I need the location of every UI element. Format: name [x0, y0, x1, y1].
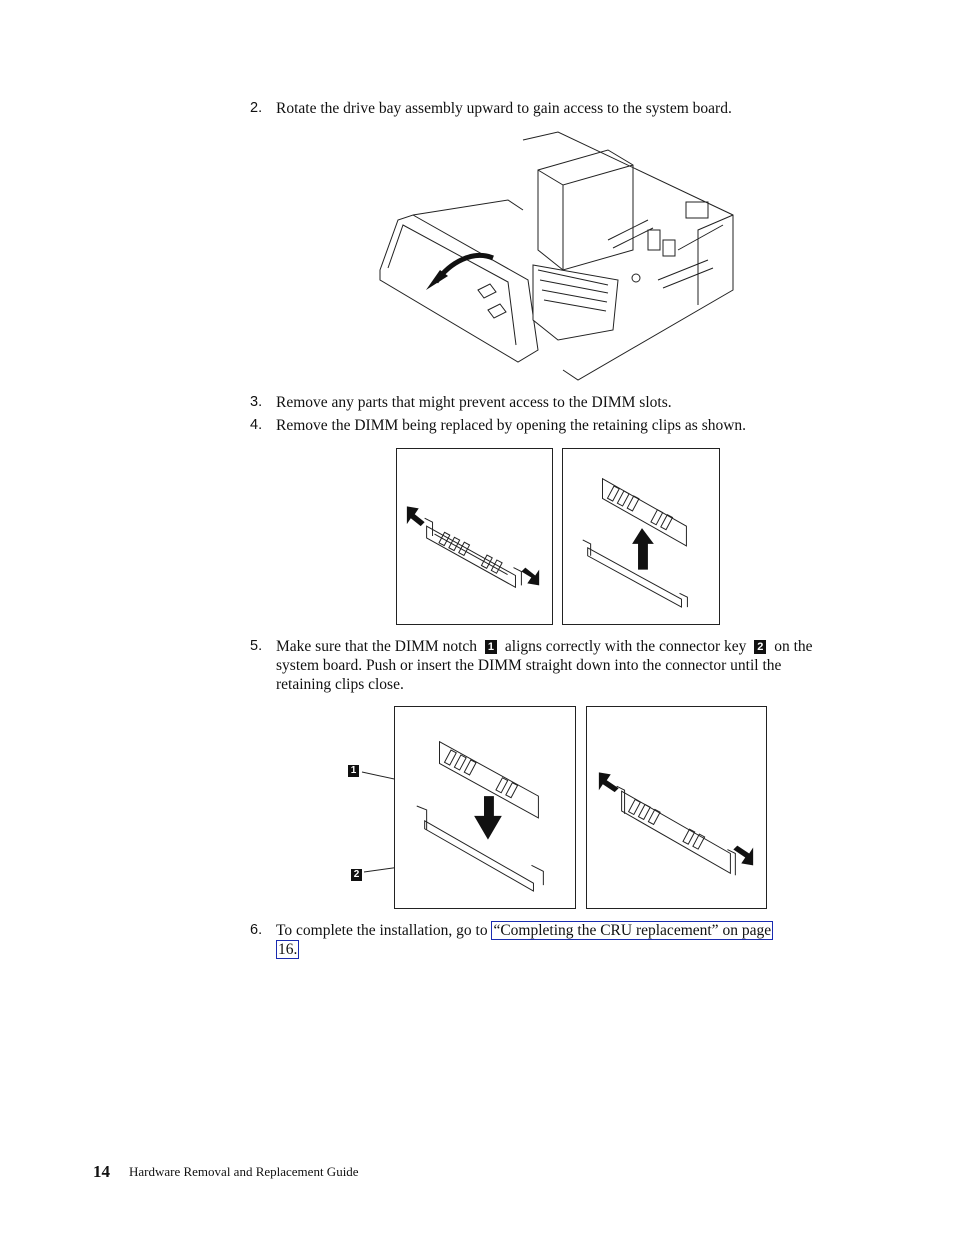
cross-reference-link-page[interactable]: 16.	[276, 940, 300, 959]
callout-badge: 2	[754, 640, 767, 654]
step-number: 5.	[250, 638, 263, 654]
cross-reference-link[interactable]: “Completing the CRU replacement” on page	[491, 921, 774, 940]
step-number: 2.	[250, 100, 263, 116]
step-text: Make sure that the DIMM notch 1 aligns c…	[276, 637, 838, 694]
figure-callout-notch: 1	[348, 765, 359, 777]
step-text-part: on the system board. Push or insert the …	[276, 638, 813, 693]
page-number: 14	[93, 1162, 110, 1181]
step-text-part: Make sure that the DIMM notch	[276, 638, 478, 655]
footer-title: Hardware Removal and Replacement Guide	[129, 1164, 359, 1179]
insert-dimm-illustration	[394, 706, 576, 909]
drive-bay-illustration	[379, 131, 734, 381]
lift-dimm-illustration	[562, 448, 720, 625]
callout-badge: 1	[484, 640, 498, 654]
clips-close-illustration	[586, 706, 767, 909]
step-text-part: To complete the installation, go to	[276, 922, 488, 939]
step-text-part: aligns correctly with the connector key	[504, 638, 747, 655]
step-text: To complete the installation, go to “Com…	[276, 921, 838, 959]
open-clips-illustration	[396, 448, 553, 625]
step-text: Remove any parts that might prevent acce…	[276, 394, 672, 411]
step-number: 3.	[250, 394, 263, 410]
step-number: 4.	[250, 417, 263, 433]
step-text: Rotate the drive bay assembly upward to …	[276, 100, 732, 117]
step-number: 6.	[250, 922, 263, 938]
step-text: Remove the DIMM being replaced by openin…	[276, 417, 747, 434]
figure-callout-key: 2	[351, 869, 362, 881]
